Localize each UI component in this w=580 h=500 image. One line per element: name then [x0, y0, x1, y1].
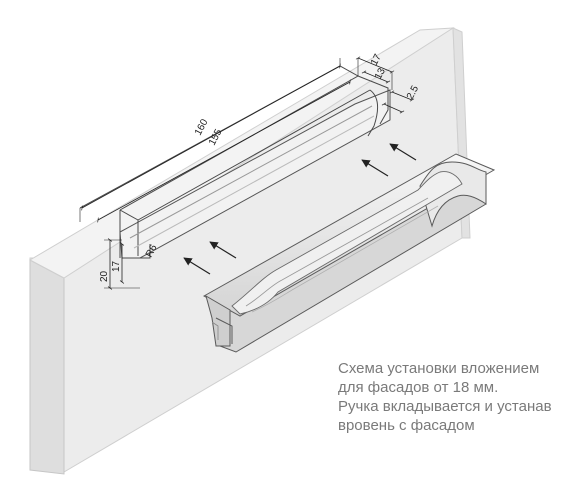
caption-line-3: Ручка вкладывается и устанав — [338, 398, 552, 415]
handle-end-cap-left — [205, 294, 231, 347]
insertion-arrows — [183, 143, 417, 275]
handle-grip-channel — [231, 171, 463, 315]
caption-line-2: для фасадов от 18 мм. — [338, 379, 499, 396]
panel-side-face — [29, 259, 65, 475]
radius-label: R6 — [144, 243, 160, 260]
dim-160-label: 160 — [193, 117, 211, 137]
dim-13-label: 13 — [373, 66, 388, 81]
arrow-left-2 — [183, 257, 211, 275]
caption-line-4: вровень с фасадом — [338, 417, 475, 434]
dim-17-label: 17 — [369, 52, 384, 67]
dim-20-label: 20 — [99, 270, 110, 282]
caption-line-1: Схема установки вложением — [338, 360, 540, 377]
handle-profile — [202, 153, 496, 353]
installation-caption: Схема установки вложением для фасадов от… — [338, 359, 580, 435]
dimension-lines — [79, 56, 415, 290]
arrow-right-2 — [361, 159, 389, 177]
arrow-left-1 — [209, 241, 237, 259]
arrow-right-1 — [389, 143, 417, 161]
dim-line-155 — [97, 79, 351, 223]
dim-17-height-label: 17 — [111, 260, 122, 272]
